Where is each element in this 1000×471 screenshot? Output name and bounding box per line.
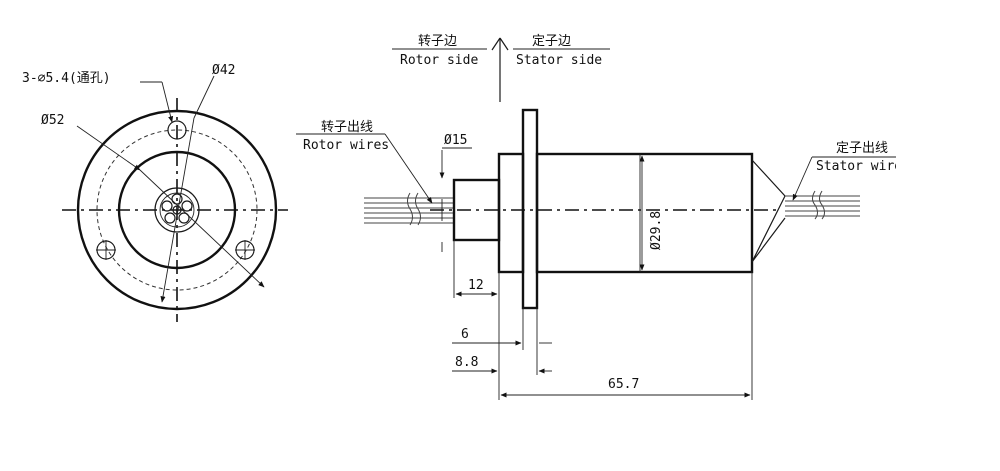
outer-dia-leader	[76, 125, 141, 171]
side-view: Ø29.8 Ø15 12 6 8.8 65.7 转子出线 Rotor wires	[296, 108, 910, 400]
shaft-inner-circle	[159, 192, 195, 228]
side-indicator: 转子边 Rotor side 定子边 Stator side	[392, 34, 610, 102]
rotor-wires-en: Rotor wires	[303, 138, 389, 153]
wire-bundle	[161, 193, 193, 224]
body-length-label: 65.7	[608, 377, 639, 392]
stator-wires	[785, 190, 860, 220]
front-view: 3-⌀5.4(通孔) Ø42 Ø52	[22, 63, 288, 322]
main-body	[535, 152, 754, 274]
stator-wires-en: Stator wires	[816, 159, 910, 174]
rotor-side-en: Rotor side	[400, 53, 478, 68]
shaft-circle	[154, 187, 200, 233]
body-dia-label: Ø29.8	[649, 211, 664, 250]
rotor-wires-cn: 转子出线	[321, 120, 373, 135]
outer-flange-circle	[76, 109, 278, 311]
pcd-label: Ø42	[212, 63, 235, 78]
flange-pos-label: 8.8	[455, 355, 478, 370]
flange	[521, 108, 539, 310]
stator-side-cn: 定子边	[532, 34, 571, 49]
mounting-hole-top	[167, 120, 187, 140]
shaft-length-label: 12	[468, 278, 484, 293]
flange-thk-label: 6	[461, 327, 469, 342]
rotor-side-cn: 转子边	[418, 34, 457, 49]
rotor-wires	[364, 192, 454, 226]
shaft-dia-label: Ø15	[444, 133, 467, 148]
body-circle	[117, 150, 237, 270]
pitch-circle	[96, 129, 258, 291]
body-front-section	[497, 152, 525, 274]
stator-wire-cone	[751, 159, 786, 263]
stator-wires-cn: 定子出线	[836, 141, 888, 156]
outer-dia-label: Ø52	[41, 113, 64, 128]
holes-label: 3-⌀5.4(通孔)	[22, 71, 111, 86]
stator-side-en: Stator side	[516, 53, 602, 68]
pcd-leader	[193, 75, 215, 119]
